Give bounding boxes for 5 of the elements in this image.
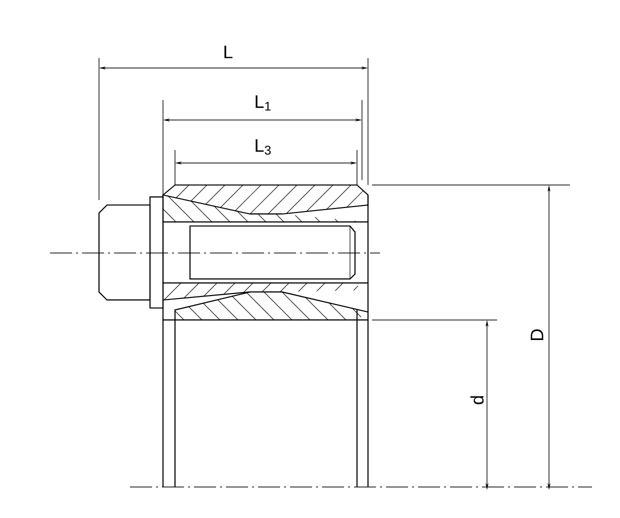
dimension-label: L$_{3}$: [256, 139, 271, 155]
dimension-label: L$_{1}$: [256, 95, 271, 111]
dimension-label: D: [530, 329, 544, 340]
dimension-label: d: [470, 396, 484, 404]
dimension-label: L: [224, 46, 232, 58]
